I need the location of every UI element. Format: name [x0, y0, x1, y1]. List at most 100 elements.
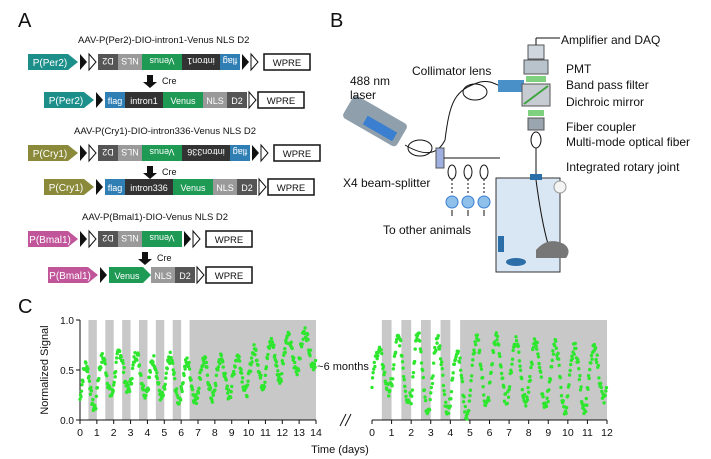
data-point	[449, 397, 453, 401]
data-point	[240, 376, 245, 380]
element-intron1	[125, 92, 163, 108]
data-point	[264, 365, 269, 369]
data-point	[442, 389, 446, 393]
data-point	[381, 364, 386, 369]
data-point	[387, 394, 391, 398]
fiber-loop-2	[462, 83, 488, 101]
data-point	[239, 367, 243, 372]
data-point	[566, 394, 570, 398]
data-point	[171, 361, 175, 365]
data-point	[207, 383, 212, 387]
element-label-flag: flag	[233, 147, 248, 157]
data-point	[168, 350, 172, 355]
data-point	[483, 403, 488, 408]
data-point	[419, 361, 424, 365]
x-tick-label: 7	[195, 427, 201, 439]
x-tick-label: 9	[545, 427, 551, 439]
data-point	[507, 385, 512, 389]
element-label-Venus: Venus	[114, 271, 140, 281]
element-label-D2: D2	[179, 271, 191, 281]
data-point	[110, 393, 114, 398]
data-point	[372, 367, 376, 371]
x-tick-label: 5	[467, 427, 473, 439]
element-label-flag: flag	[108, 183, 123, 193]
promoter-arrow	[28, 231, 78, 247]
data-point	[370, 376, 375, 380]
data-point	[594, 357, 598, 362]
element-label-NLS: NLS	[216, 183, 234, 193]
data-point	[498, 354, 502, 359]
loxp-open	[248, 90, 257, 110]
dichroic-label: Dichroic mirror	[566, 95, 644, 109]
dark-period	[440, 320, 451, 420]
data-point	[252, 343, 256, 347]
mouse	[536, 241, 569, 258]
data-point	[409, 401, 413, 406]
promoter-label: P(Cry1)	[49, 183, 83, 194]
data-point	[526, 390, 531, 394]
data-point	[276, 369, 280, 373]
x-tick-label: 1	[389, 427, 395, 439]
fiber-loop-1	[407, 139, 433, 157]
element-D2	[98, 231, 118, 247]
data-point	[185, 356, 189, 360]
data-point	[548, 377, 553, 382]
data-point	[494, 331, 499, 335]
data-point	[408, 391, 412, 395]
element-label-Venus: Venus	[149, 147, 175, 157]
axis-break	[339, 413, 347, 427]
element-label-intron336: intron336	[130, 183, 168, 193]
data-point	[468, 393, 472, 398]
data-point	[113, 375, 117, 379]
data-point	[592, 342, 597, 347]
fiber-coupler	[527, 117, 545, 131]
element-intron336	[125, 179, 173, 195]
data-point	[514, 335, 518, 339]
data-point	[147, 375, 152, 380]
data-point	[401, 374, 406, 379]
data-point	[211, 393, 216, 397]
data-point	[545, 396, 549, 400]
data-point	[532, 337, 537, 341]
data-point	[487, 398, 491, 403]
dark-period	[172, 320, 182, 420]
data-point	[460, 376, 464, 380]
data-point	[298, 356, 302, 361]
data-point	[404, 394, 408, 398]
element-D2	[98, 54, 118, 70]
data-point	[429, 385, 434, 390]
data-point	[399, 338, 403, 343]
promoter-arrow	[28, 145, 78, 161]
data-point	[165, 367, 169, 371]
x-tick-label: 6	[178, 427, 184, 439]
x-tick-label: 12	[601, 427, 613, 439]
data-point	[475, 333, 480, 337]
data-point	[440, 367, 444, 371]
data-point	[229, 395, 233, 400]
data-point	[518, 364, 522, 368]
data-point	[232, 372, 236, 376]
data-point	[583, 409, 588, 414]
cre-label: Cre	[157, 253, 172, 263]
data-point	[146, 388, 151, 392]
loxp-right	[184, 231, 191, 247]
data-point	[490, 362, 495, 366]
data-point	[105, 374, 109, 378]
data-point	[599, 385, 603, 390]
data-point	[550, 358, 554, 363]
data-point	[200, 364, 205, 368]
data-point	[197, 386, 201, 391]
x-tick-label: 4	[447, 427, 453, 439]
data-point	[380, 351, 384, 356]
element-Venus	[109, 267, 151, 283]
data-point	[255, 358, 259, 362]
data-point	[379, 348, 383, 352]
data-point	[130, 376, 134, 381]
data-point	[239, 371, 244, 375]
element-flag	[230, 145, 250, 161]
data-point	[535, 340, 540, 345]
element-Venus	[142, 145, 182, 161]
data-point	[137, 363, 142, 367]
data-point	[412, 359, 417, 364]
